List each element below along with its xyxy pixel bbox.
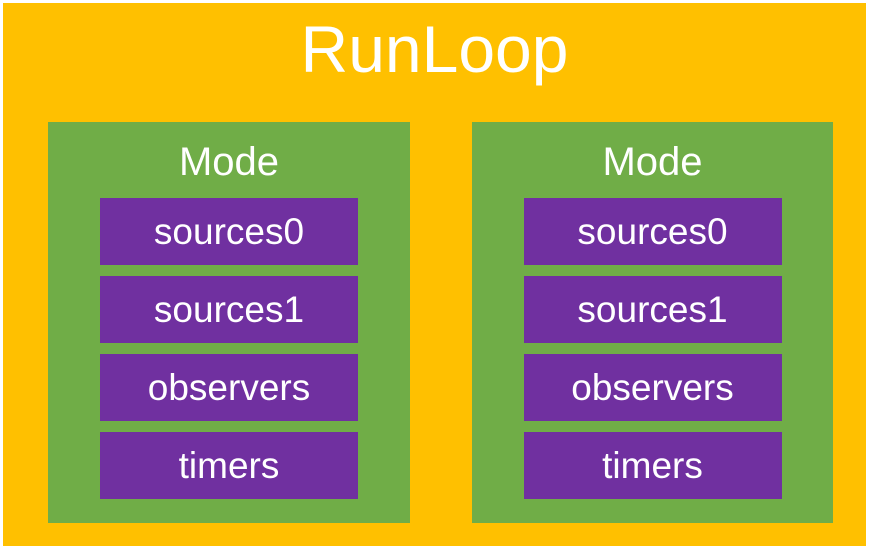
mode-item-list: sources0 sources1 observers timers [48, 198, 410, 499]
mode-title: Mode [178, 140, 280, 184]
mode-item: sources0 [100, 198, 358, 265]
mode-title: Mode [602, 140, 703, 184]
mode-item: observers [100, 354, 358, 421]
mode-item: observers [523, 354, 782, 421]
mode-item: sources1 [523, 276, 782, 343]
mode-item-list: sources0 sources1 observers timers [472, 198, 833, 499]
mode-item: timers [100, 432, 358, 499]
mode-item: sources0 [523, 198, 782, 265]
runloop-container: RunLoop Mode sources0 sources1 observers… [3, 3, 866, 546]
mode-box-right: Mode sources0 sources1 observers timers [472, 122, 833, 523]
mode-item: timers [523, 432, 782, 499]
mode-item: sources1 [100, 276, 358, 343]
runloop-title: RunLoop [300, 12, 569, 86]
mode-box-left: Mode sources0 sources1 observers timers [48, 122, 410, 523]
